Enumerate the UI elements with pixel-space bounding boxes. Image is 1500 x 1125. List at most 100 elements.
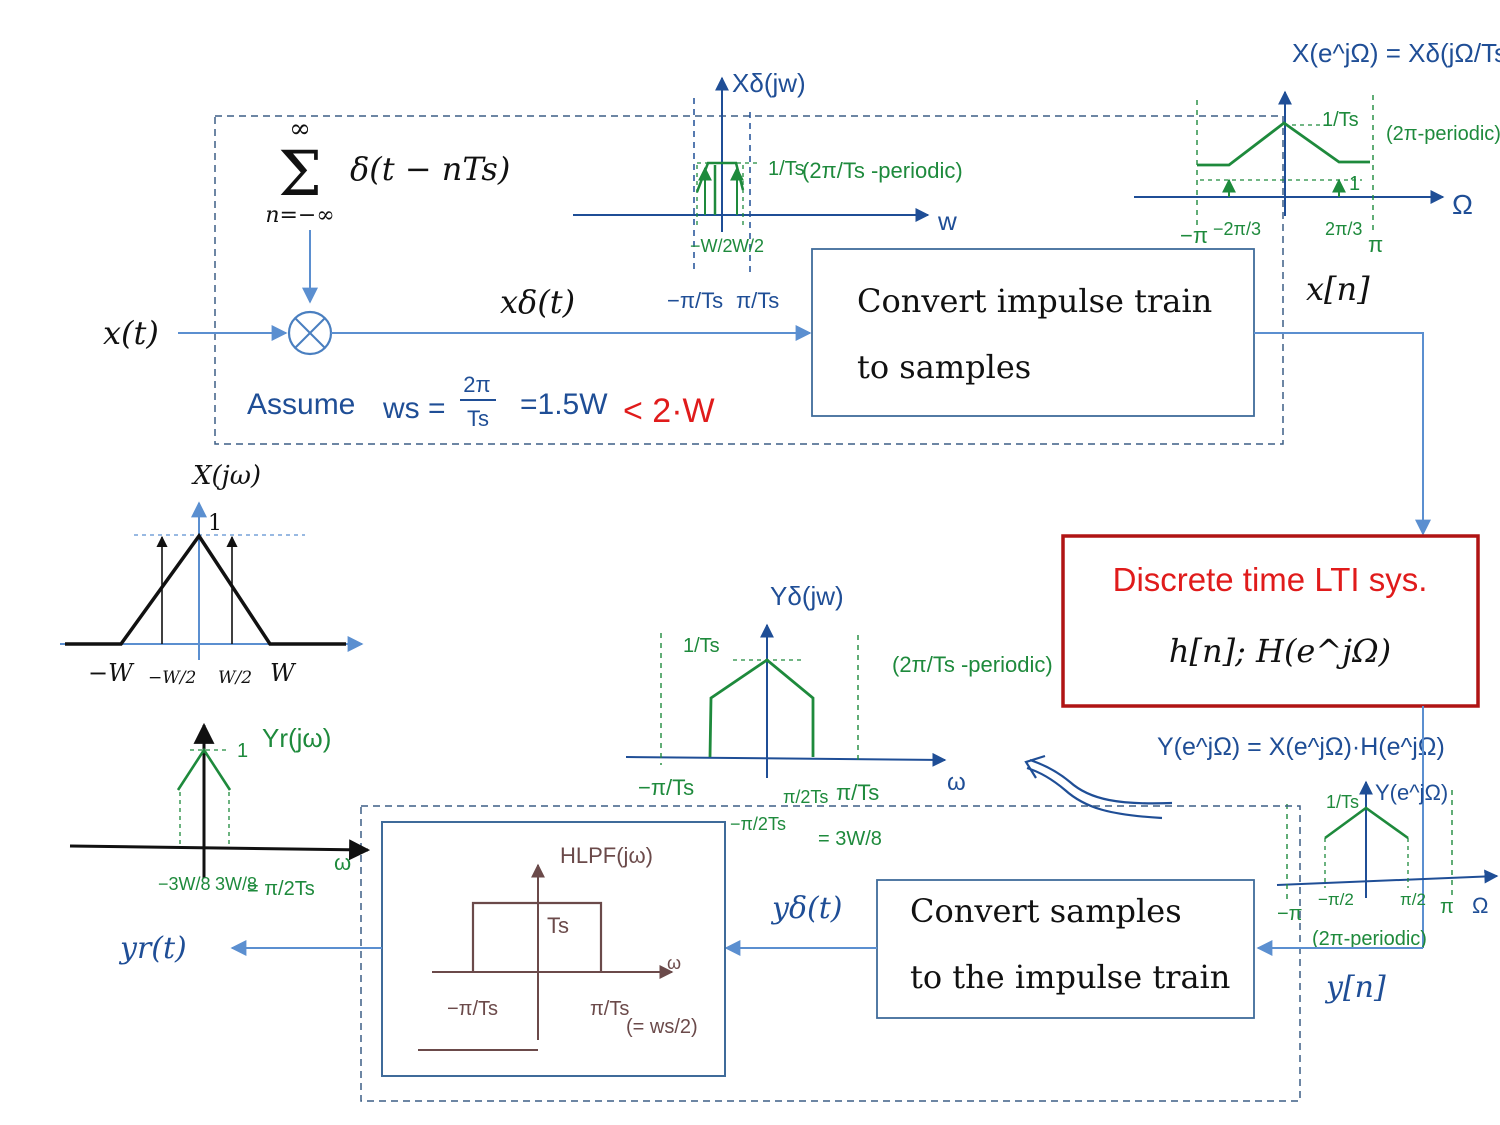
convert-to-samples-line2: to samples [857,348,1031,386]
input-spectrum-title: X(jω) [191,461,261,491]
assumption-2pi: 2π [463,372,490,397]
output-signal-label: yr(t) [118,931,187,966]
y-delta-equiv-note: = 3W/8 [818,828,882,850]
x-dt-peak: 1/Ts [1322,109,1359,131]
output-spectrum-tick-equiv: = π/2Ts [247,878,315,900]
input-spectrum-tick-neg-w: −W [88,659,135,687]
output-spectrum-tick-pos: 3W/8 [215,874,257,894]
x-delta-tick-neg-pi: −π/Ts [667,288,723,313]
equation-pointer-arrow-inner [1026,766,1163,820]
input-spectrum: X(jω) 1 −W −W/2 W/2 W [60,461,364,688]
x-dt-green-curve [1197,121,1370,167]
y-delta-signal-label: yδ(t) [770,891,842,926]
y-delta-green-curve [708,658,815,758]
input-spectrum-tick-pos-w: W [270,659,297,687]
x-delta-title: Xδ(jw) [732,68,806,98]
x-dt-tick-pos-2pi3: 2π/3 [1325,219,1362,239]
output-spectrum-peak: 1 [237,740,248,762]
y-delta-tick-neg-pi2: −π/2Ts [730,814,786,834]
convert-to-samples-box [811,248,1255,417]
y-delta-period-note: (2π/Ts -periodic) [892,652,1053,677]
convert-to-impulses-line2: to the impulse train [910,958,1230,996]
input-spectrum-triangle [65,532,346,646]
assumption-ws: ws = [382,392,446,425]
lpf-rectangle [471,901,603,972]
lti-system-formula: h[n]; H(e^jΩ) [1169,632,1391,670]
sum-upper-limit: ∞ [289,114,311,144]
assumption-highlight: < 2·W [623,392,715,430]
x-dt-spectrum: X(e^jΩ) = Xδ(jΩ/Ts) Ω 1/Ts 1 (2π-periodi… [1134,38,1500,308]
y-dt-title: Y(e^jΩ) [1375,780,1448,805]
lpf-sketch: HLPF(jω) Ts ω −π/Ts π/Ts (= ws/2) [418,843,698,1051]
x-delta-period-note: (2π/Ts -periodic) [802,158,963,183]
y-dt-tick-pos-pi2: π/2 [1400,890,1426,909]
y-dt-peak: 1/Ts [1326,792,1359,812]
y-delta-title: Yδ(jw) [770,581,844,611]
x-delta-peak: 1/Ts [768,158,805,180]
y-dt-axis-label: Ω [1472,893,1488,918]
y-dt-equation: Y(e^jΩ) = X(e^jΩ)·H(e^jΩ) [1157,733,1445,761]
x-dt-tick-neg-2pi3: −2π/3 [1213,219,1261,239]
lpf-box [381,821,726,1077]
x-dt-tick-neg-pi: −π [1180,223,1208,248]
y-dt-omega-axis [1276,869,1499,886]
y-dt-tick-neg-pi: −π [1277,903,1302,925]
input-spectrum-peak: 1 [208,511,222,536]
lpf-axis-label: ω [667,953,681,973]
output-spectrum: 1 Yr(jω) ω −3W/8 3W/8 = π/2Ts [69,722,371,900]
y-delta-peak: 1/Ts [683,635,720,657]
input-spectrum-tick-neg-w2: −W/2 [148,668,196,688]
assumption-ts: Ts [467,406,489,431]
y-dt-tick-neg-pi2: −π/2 [1318,890,1354,909]
multiplier-cross-b [294,317,326,349]
x-delta-tick-pos-pi: π/Ts [736,288,779,313]
y-delta-axis-label: ω [947,769,966,796]
assumption-prefix: Assume [247,388,355,421]
y-delta-omega-axis [625,752,947,767]
x-delta-axis-label: w [937,206,957,236]
y-delta-tick-pos-pi2: π/2Ts [783,787,828,807]
y-delta-tick-pos-pi: π/Ts [836,780,879,805]
x-dt-level: 1 [1349,173,1360,195]
sum-symbol: Σ [278,137,322,210]
output-spectrum-green-triangle [176,747,232,791]
output-spectrum-title: Yr(jω) [262,723,331,753]
equation-pointer-arrow-outer [1029,758,1173,805]
x-dt-title: X(e^jΩ) = Xδ(jΩ/Ts) [1292,38,1500,68]
y-dt-period-note: (2π-periodic) [1312,928,1427,950]
lpf-tick-neg: −π/Ts [447,998,498,1020]
convert-to-impulses-box [876,879,1255,1019]
equation-pointer-arrow-head [1024,754,1046,779]
x-delta-tick-pos-w2: W/2 [732,236,764,256]
x-delta-tick-neg-w2: −W/2 [690,236,733,256]
x-delta-spectrum: Xδ(jw) w 1/Ts (2π/Ts -periodic) −W/2 W/2… [573,68,963,313]
y-dt-sequence-label: y[n] [1324,970,1386,1005]
y-delta-spectrum: Yδ(jw) ω 1/Ts (2π/Ts -periodic) −π/Ts π/… [625,581,1053,850]
x-dt-tick-pos-pi: π [1368,232,1383,257]
assumption-value: =1.5W [520,388,608,421]
x-dt-sequence-label: x[n] [1306,270,1370,308]
x-dt-period-note: (2π-periodic) [1386,123,1500,145]
lpf-tick-pos: π/Ts [590,998,629,1020]
lpf-gain: Ts [547,913,569,938]
lti-system-title: Discrete time LTI sys. [1113,561,1428,598]
sum-lower-limit: n=−∞ [265,203,334,228]
output-spectrum-axis-label: ω [334,850,351,875]
y-dt-spectrum: Y(e^jΩ) = X(e^jΩ)·H(e^jΩ) Y(e^jΩ) 1/Ts −… [1157,706,1499,1005]
lpf-title: HLPF(jω) [560,843,653,868]
lti-system-box [1061,534,1480,708]
convert-to-samples-line1: Convert impulse train [857,282,1212,320]
samples-to-lti-connector [1254,332,1431,536]
sum-term: δ(t − nTs) [350,150,510,188]
reconstruction-dashed-box [360,805,1301,1102]
y-dt-green-curve [1324,806,1409,840]
output-spectrum-omega-axis [69,839,371,861]
x-dt-axis-label: Ω [1452,189,1473,220]
input-spectrum-tick-pos-w2: W/2 [218,668,252,688]
lpf-tick-note: (= ws/2) [626,1016,698,1038]
impulse-train-label: xδ(t) [500,283,575,321]
convert-to-impulses-line1: Convert samples [910,892,1182,930]
y-delta-tick-neg-pi: −π/Ts [638,775,694,800]
y-dt-tick-pos-pi: π [1440,896,1454,918]
